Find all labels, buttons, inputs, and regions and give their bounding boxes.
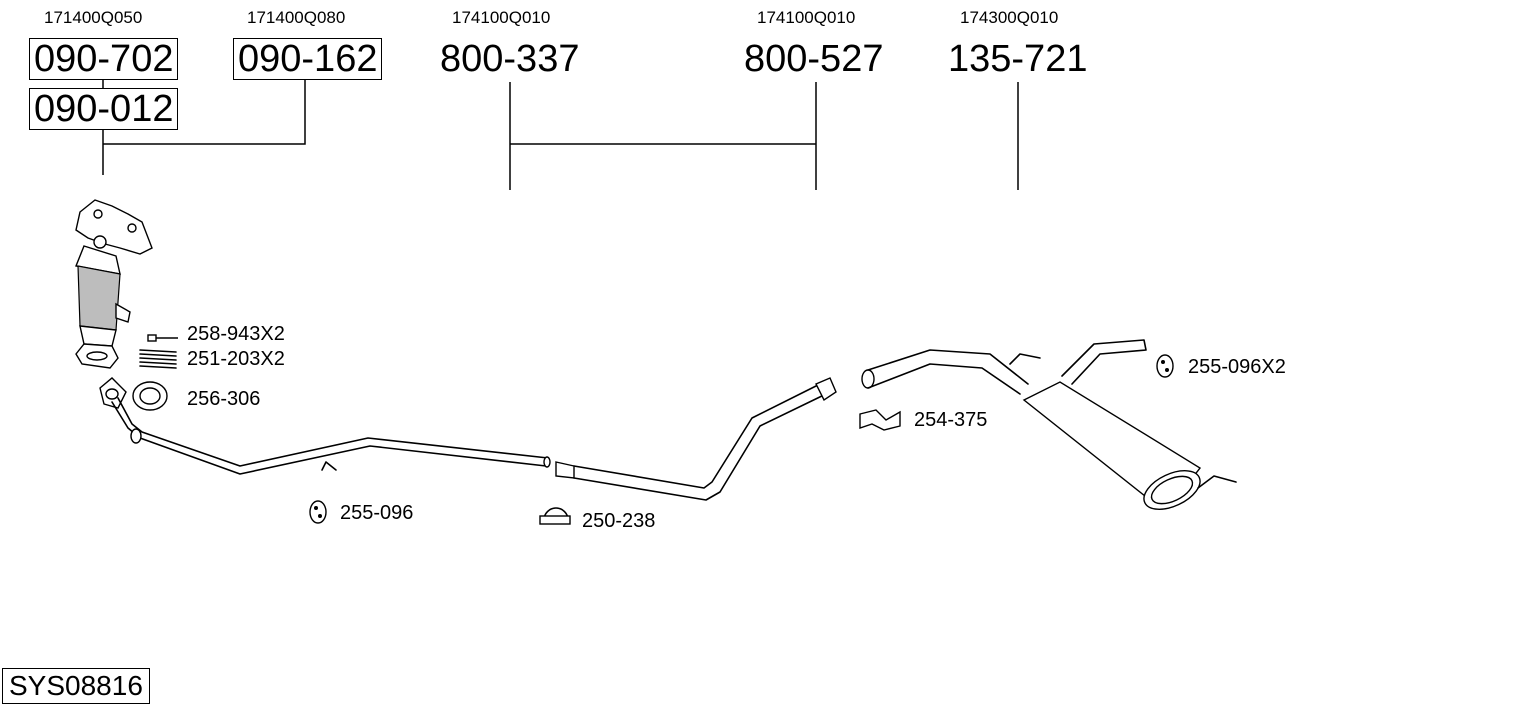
part-number-box[interactable]: 090-162: [233, 38, 383, 80]
oem-number: 174300Q010: [960, 8, 1059, 27]
gasket-icon: [132, 381, 168, 411]
part-number[interactable]: 135-721: [948, 38, 1088, 80]
oem-number: 174100Q010: [452, 8, 551, 27]
part-number[interactable]: 800-337: [440, 38, 580, 80]
clamp-icon: [539, 507, 571, 525]
accessory-label[interactable]: 251-203X2: [187, 348, 285, 370]
part-number[interactable]: 800-527: [744, 38, 884, 80]
accessory-label[interactable]: 258-943X2: [187, 323, 285, 345]
rubber-mount-icon-2: [1156, 354, 1174, 378]
accessory-label[interactable]: 256-306: [187, 388, 261, 410]
part-number-box[interactable]: 090-012: [29, 88, 179, 130]
manifold-catalyst: [75, 199, 153, 369]
bolt-icon: [147, 334, 178, 342]
accessory-label[interactable]: 250-238: [582, 510, 656, 532]
oem-number: 174100Q010: [757, 8, 856, 27]
spring-icon: [139, 349, 177, 369]
part-number-box[interactable]: 090-702: [29, 38, 179, 80]
oem-number: 171400Q080: [247, 8, 346, 27]
rear-muffler: [861, 339, 1237, 510]
front-pipe: [99, 377, 551, 475]
oem-number: 171400Q050: [44, 8, 143, 27]
system-code: SYS08816: [2, 668, 150, 704]
accessory-label[interactable]: 254-375: [914, 409, 988, 431]
flange-clamp-icon: [859, 409, 901, 431]
accessory-label[interactable]: 255-096X2: [1188, 356, 1286, 378]
rubber-mount-icon: [309, 500, 327, 524]
middle-pipe: [555, 377, 837, 501]
accessory-label[interactable]: 255-096: [340, 502, 414, 524]
leader-lines: [102, 80, 1019, 190]
